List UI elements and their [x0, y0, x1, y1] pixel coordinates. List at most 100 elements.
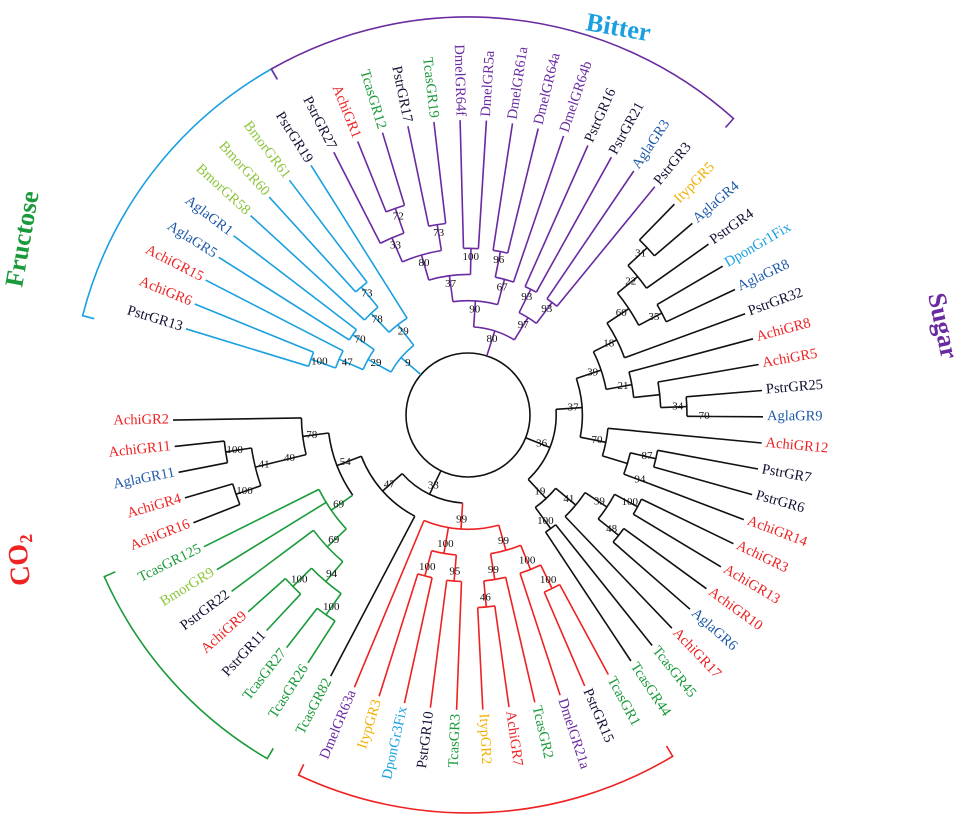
branch-148 — [443, 527, 450, 554]
branch-95 — [686, 389, 763, 398]
branch-48 — [496, 279, 506, 305]
bootstrap-value: 99 — [498, 535, 510, 547]
bootstrap-value: 41 — [259, 458, 270, 470]
branch-35 — [333, 151, 382, 244]
bootstrap-value: 73 — [362, 287, 374, 299]
bootstrap-value: 31 — [635, 247, 646, 259]
bootstrap-value: 70 — [592, 434, 604, 446]
bootstrap-value: 94 — [326, 568, 338, 580]
branch-arc-185 — [250, 447, 262, 487]
bootstrap-value: 29 — [398, 325, 410, 337]
branch-24 — [310, 164, 408, 319]
root-ring — [405, 352, 531, 478]
leaf-label: AchiGR11 — [108, 438, 172, 461]
branch-60 — [535, 156, 613, 293]
bootstrap-value: 47 — [384, 479, 396, 491]
branch-arc-32 — [401, 249, 442, 263]
branch-115 — [614, 493, 638, 508]
bootstrap-value: 69 — [333, 499, 345, 511]
bootstrap-value: 19 — [534, 485, 546, 497]
branch-124 — [534, 506, 552, 530]
branch-13 — [218, 256, 350, 341]
branch-77 — [627, 247, 648, 267]
branch-arc-169 — [310, 567, 342, 595]
branch-136 — [539, 564, 553, 589]
branch-22 — [268, 196, 357, 293]
branch-arc-163 — [327, 432, 354, 496]
branch-177 — [247, 577, 286, 613]
branch-180 — [203, 488, 320, 548]
branch-166 — [326, 528, 347, 548]
branch-123 — [564, 515, 673, 629]
bootstrap-value: 73 — [433, 227, 445, 239]
bootstrap-value: 80 — [487, 333, 499, 345]
branch-17 — [370, 312, 390, 333]
branch-11 — [352, 334, 375, 351]
leaf-labels: PstrGR13AchiGR6AchiGR15AglaGR5AglaGR1Bmo… — [108, 44, 829, 781]
branch-172 — [307, 620, 336, 664]
bootstrap-value: 34 — [672, 400, 684, 412]
leaf-label: AchiGR8 — [755, 315, 813, 345]
branch-174 — [292, 567, 313, 588]
branch-144 — [483, 580, 488, 607]
branch-36 — [394, 208, 405, 234]
bootstrap-value: 96 — [493, 254, 505, 266]
bootstrap-value: 39 — [587, 367, 599, 379]
branch-23 — [288, 179, 368, 283]
branch-189 — [184, 483, 233, 499]
branch-121 — [623, 527, 707, 590]
branch-25 — [486, 330, 496, 357]
branch-arc-145 — [477, 605, 495, 609]
branch-42 — [407, 126, 430, 227]
branch-61 — [535, 301, 553, 324]
branch-57 — [518, 288, 532, 314]
tree-branches — [172, 120, 764, 710]
branch-109 — [527, 478, 547, 500]
branch-179 — [216, 501, 327, 571]
bootstrap-value: 100 — [519, 555, 536, 567]
branch-194 — [172, 417, 302, 421]
branch-103 — [630, 452, 656, 460]
leaf-label: PstrGR10 — [414, 710, 437, 769]
branch-arc-70 — [592, 351, 607, 390]
bootstrap-value: 100 — [437, 538, 454, 550]
leaf-label: DmelGR5a — [478, 50, 498, 117]
leaf-label: DponGr3Fix — [379, 704, 411, 781]
leaf-label: AchiGR5 — [761, 346, 819, 371]
branch-178 — [231, 529, 314, 593]
branch-126 — [555, 524, 653, 646]
bootstrap-value: 70 — [699, 410, 711, 422]
branch-158 — [353, 520, 425, 688]
bootstrap-value: 40 — [284, 452, 296, 464]
branch-75 — [616, 275, 639, 294]
branch-147 — [476, 607, 484, 710]
leaf-label: AchiGR12 — [765, 435, 829, 457]
bootstrap-value: 94 — [634, 474, 646, 486]
branch-4 — [338, 358, 364, 371]
group-label-fructose: Fructose — [0, 189, 45, 289]
branch-79 — [638, 203, 675, 241]
bootstrap-value: 100 — [537, 515, 554, 527]
branch-173 — [285, 607, 318, 649]
leaf-label: PstrGR6 — [754, 487, 806, 516]
branch-arc-131 — [423, 519, 500, 531]
bootstrap-value: 37 — [568, 402, 580, 414]
branch-64 — [556, 186, 656, 307]
branch-122 — [612, 541, 691, 610]
group-label-co2-main: CO — [2, 543, 37, 588]
branch-arc-68 — [575, 378, 584, 438]
branch-140 — [519, 573, 561, 696]
branch-105 — [657, 449, 759, 470]
branch-107 — [623, 473, 649, 485]
branch-6 — [310, 358, 336, 369]
leaf-label: TcasGR19 — [419, 56, 442, 118]
bootstrap-value: 100 — [311, 356, 328, 368]
branch-127 — [544, 531, 632, 662]
branch-181 — [302, 432, 329, 438]
branch-8 — [185, 328, 309, 368]
branch-65 — [525, 437, 551, 449]
leaf-label: AglaGR9 — [767, 408, 823, 424]
branch-59 — [524, 145, 589, 287]
branch-87 — [605, 383, 633, 391]
